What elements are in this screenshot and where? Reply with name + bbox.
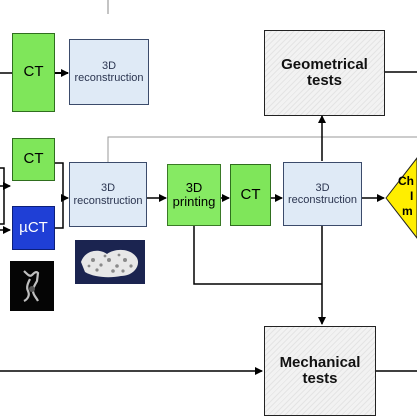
decision-diamond (385, 157, 417, 239)
reconstruction-box-mid: 3D reconstruction (69, 162, 147, 227)
reconstruction-box-top-label: 3D reconstruction (74, 59, 144, 84)
line-uct-out (55, 198, 64, 229)
diamond-text-line2: I (410, 189, 414, 203)
micro-ct-box: µCT (12, 206, 55, 250)
ct-box-mid: CT (12, 138, 55, 181)
diamond-text-line3: m (402, 204, 413, 218)
ct-box-right: CT (230, 164, 271, 226)
geometrical-tests-box: Geometrical tests (264, 30, 385, 116)
reconstruction-box-right: 3D reconstruction (283, 162, 362, 226)
ct-box-mid-label: CT (23, 150, 44, 168)
line-left-bracket (0, 167, 5, 225)
reconstruction-3d-image (75, 240, 145, 284)
micro-ct-box-label: µCT (19, 218, 48, 236)
mechanical-tests-label: Mechanical tests (279, 353, 361, 387)
printing-box-label: 3D printing (172, 179, 216, 209)
ct-box-top: CT (12, 33, 55, 112)
geometrical-tests-label: Geometrical tests (281, 55, 368, 89)
reconstruction-box-top: 3D reconstruction (69, 39, 149, 105)
reconstruction-box-mid-label: 3D reconstruction (73, 182, 143, 207)
ct-box-right-label: CT (240, 185, 261, 203)
reconstruction-box-right-label: 3D reconstruction (287, 181, 358, 206)
mechanical-tests-box: Mechanical tests (264, 326, 376, 416)
line-ct-mid-out (55, 162, 64, 198)
diamond-text-line1: Ch (398, 174, 414, 188)
ct-box-top-label: CT (23, 63, 44, 81)
line-grey-bracket (107, 136, 417, 162)
ct-slice-image (10, 261, 54, 311)
printing-box: 3D printing (167, 164, 221, 226)
line-printing-down (193, 225, 322, 285)
